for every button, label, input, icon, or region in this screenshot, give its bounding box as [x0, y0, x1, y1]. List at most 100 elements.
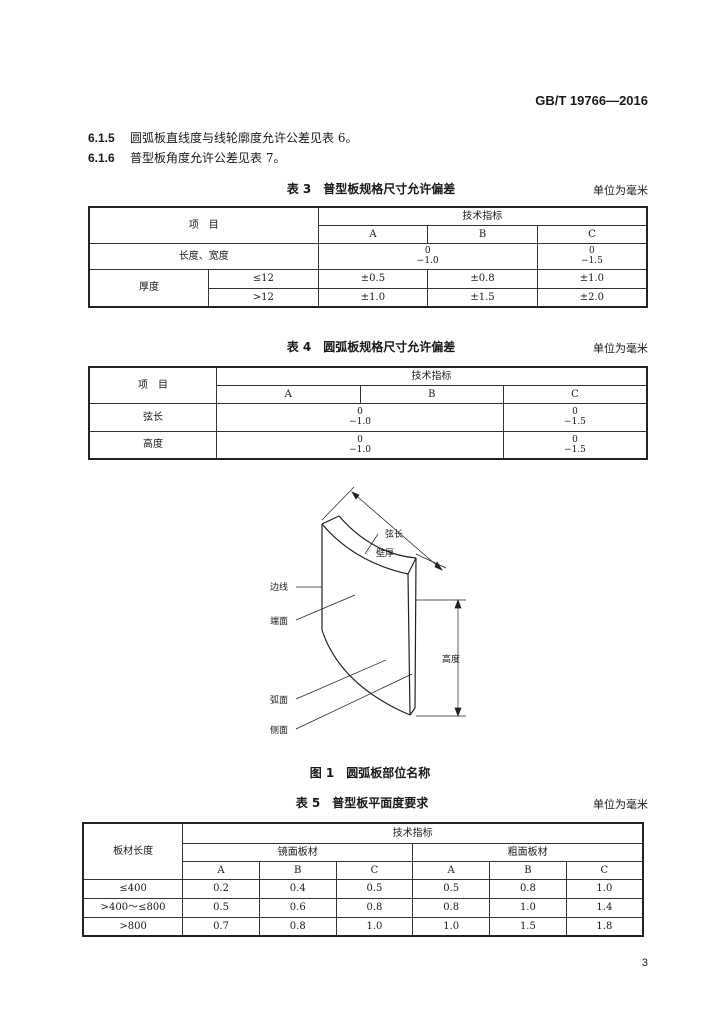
table5-grade: B [489, 860, 567, 880]
table5-row-label: >800 [82, 916, 184, 937]
table3-thickness-label: 厚度 [88, 268, 210, 308]
table-row: 弦长 0−1.0 0−1.5 [88, 402, 648, 432]
figure1-caption: 图 1 圆弧板部位名称 [309, 766, 431, 780]
table3-thickness-cond: >12 [208, 287, 319, 308]
table5-grade: C [335, 860, 414, 880]
page-number: 3 [641, 957, 648, 969]
figure1-drawing [295, 486, 466, 730]
table-row: >12 ±1.0 ±1.5 ±2.0 [89, 287, 648, 308]
front-edge [407, 573, 411, 716]
table5-cell: 1.8 [565, 916, 644, 937]
label-edge: 边线 [270, 583, 289, 593]
table3-length-c: 0−1.5 [536, 242, 648, 270]
table3-length-label: 长度、宽度 [88, 242, 319, 270]
table5-cell: 1.0 [489, 897, 567, 918]
table3-length-ab: 0−1.0 [317, 242, 538, 270]
arc-outer-edge [321, 523, 409, 575]
table-row: >800 0.7 0.8 1.0 1.0 1.5 1.8 [82, 916, 644, 937]
table3-cell: ±1.0 [317, 287, 429, 308]
table4-item-header: 项 目 [88, 366, 218, 404]
table5-unit: 单位为毫米 [593, 798, 648, 811]
table5-cell: 1.0 [412, 916, 491, 937]
table3-grade-a: A [317, 224, 429, 244]
table5-cell: 1.0 [565, 878, 644, 899]
table4: 项 目 技术指标 A B C 弦长 0−1.0 0−1.5 高度 0−1.0 0… [88, 366, 648, 460]
table3-grade-b: B [427, 224, 538, 244]
table5-cell: 0.6 [258, 897, 337, 918]
clause-text: 圆弧板直线度与线轮廓度允许公差见表 6。 [130, 131, 358, 145]
table3-thickness-cond: ≤12 [208, 268, 319, 289]
table-row: 厚度 ≤12 ±0.5 ±0.8 ±1.0 [88, 268, 648, 308]
clause-6-1-6: 6.1.6 普型板角度允许公差见表 7。 [88, 149, 285, 166]
table-row: ≤400 0.2 0.4 0.5 0.5 0.8 1.0 [82, 878, 644, 899]
table3-caption: 表 3 普型板规格尺寸允许偏差 [286, 182, 456, 196]
table4-spec-header: 技术指标 [216, 366, 648, 386]
table4-grade-b: B [359, 384, 504, 404]
label-side-face: 侧面 [270, 726, 289, 736]
table3-cell: ±0.8 [427, 268, 538, 289]
table5-cell: 0.8 [335, 897, 414, 918]
table4-unit: 单位为毫米 [593, 342, 648, 355]
table3-item-header: 项 目 [88, 206, 319, 244]
table5-row-label: >400～≤800 [82, 897, 184, 918]
side-face-leader [295, 673, 413, 730]
table5-cell: 0.5 [412, 878, 491, 899]
clause-text: 普型板角度允许公差见表 7。 [130, 151, 286, 165]
table5-cell: 0.7 [182, 916, 260, 937]
table3-cell: ±1.5 [427, 287, 538, 308]
table5-item-header: 板材长度 [82, 822, 184, 880]
chord-ext-right [415, 553, 447, 569]
top-right-end [407, 557, 417, 575]
table4-row-label: 高度 [88, 430, 218, 460]
clause-number: 6.1.5 [88, 131, 115, 145]
table3: 项 目 技术指标 A B C 长度、宽度 0−1.0 0−1.5 厚度 ≤12 … [88, 206, 648, 308]
wall-leader [364, 533, 379, 555]
table5-grade: A [182, 860, 260, 880]
table3-cell: ±0.5 [317, 268, 429, 289]
table4-caption: 表 4 圆弧板规格尺寸允许偏差 [286, 340, 456, 354]
table4-cell-c: 0−1.5 [502, 430, 648, 460]
standard-code: GB/T 19766—2016 [535, 93, 648, 108]
table5-row-label: ≤400 [82, 878, 184, 899]
table4-grade-c: C [502, 384, 648, 404]
table5-cell: 0.2 [182, 878, 260, 899]
table5-group-rough: 粗面板材 [412, 842, 644, 862]
label-end-face: 端面 [270, 617, 289, 627]
table5-cell: 0.4 [258, 878, 337, 899]
table5-grade: B [258, 860, 337, 880]
table4-cell-ab: 0−1.0 [216, 402, 504, 432]
clause-number: 6.1.6 [88, 151, 115, 165]
table-row: 高度 0−1.0 0−1.5 [88, 430, 648, 460]
table4-cell-ab: 0−1.0 [216, 430, 504, 460]
label-height: 高度 [442, 655, 461, 665]
table5-grade: C [565, 860, 644, 880]
table3-cell: ±1.0 [536, 268, 648, 289]
arc-face-outline [321, 524, 411, 716]
arc-face-leader [295, 659, 387, 700]
label-wall-thickness: 壁厚 [376, 549, 395, 559]
clause-6-1-5: 6.1.5 圆弧板直线度与线轮廓度允许公差见表 6。 [88, 129, 357, 146]
table5-cell: 0.8 [489, 878, 567, 899]
table5-cell: 1.0 [335, 916, 414, 937]
table4-grade-a: A [216, 384, 361, 404]
table3-cell: ±2.0 [536, 287, 648, 308]
height-arrows [454, 599, 462, 717]
table4-row-label: 弦长 [88, 402, 218, 432]
table5-group-mirror: 镜面板材 [182, 842, 414, 862]
table5-grade: A [412, 860, 491, 880]
table-row: 长度、宽度 0−1.0 0−1.5 [88, 242, 648, 270]
table5-cell: 0.8 [258, 916, 337, 937]
table5-caption: 表 5 普型板平面度要求 [295, 796, 429, 810]
table3-unit: 单位为毫米 [593, 184, 648, 197]
table-row: >400～≤800 0.5 0.6 0.8 0.8 1.0 1.4 [82, 897, 644, 918]
table3-grade-c: C [536, 224, 648, 244]
arc-inner-edge [338, 515, 417, 559]
table5: 板材长度 技术指标 镜面板材 粗面板材 A B C A B C ≤400 0.2… [82, 822, 644, 937]
end-face-leader [295, 594, 356, 621]
top-left-end [321, 515, 340, 525]
table4-cell-c: 0−1.5 [502, 402, 648, 432]
table5-cell: 0.5 [335, 878, 414, 899]
table5-cell: 0.5 [182, 897, 260, 918]
chord-ext-left [321, 486, 355, 521]
table5-cell: 1.4 [565, 897, 644, 918]
